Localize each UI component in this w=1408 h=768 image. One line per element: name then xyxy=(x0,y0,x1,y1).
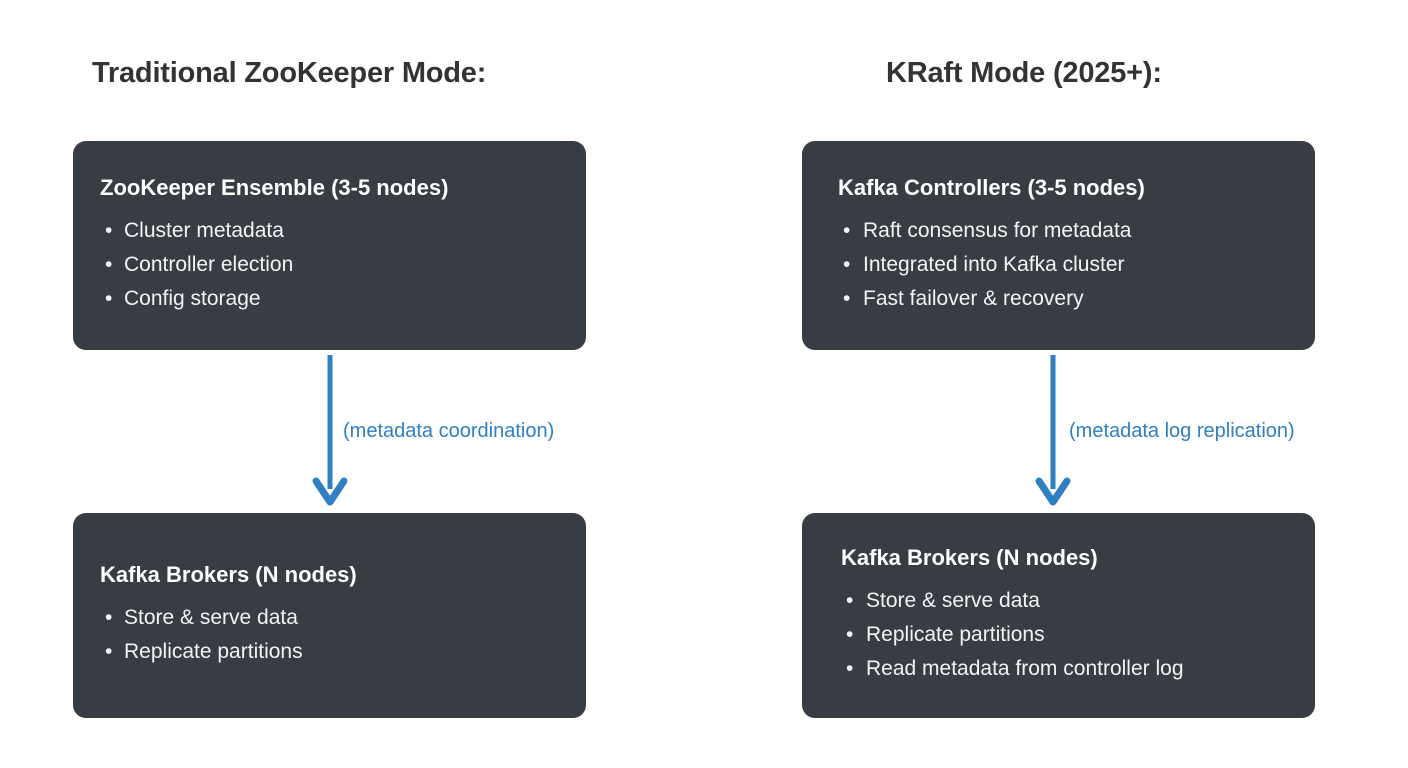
bullet-item: • Integrated into Kafka cluster xyxy=(838,248,1315,282)
arrow-down-metadata-log-replication xyxy=(1035,355,1071,506)
bullet-dot-icon: • xyxy=(843,287,851,310)
node-bullet-list: • Cluster metadata • Controller election… xyxy=(100,214,586,316)
bullet-dot-icon: • xyxy=(105,219,113,242)
bullet-dot-icon: • xyxy=(105,606,113,629)
node-bullet-list: • Store & serve data • Replicate partiti… xyxy=(100,601,586,669)
bullet-dot-icon: • xyxy=(846,657,854,680)
bullet-dot-icon: • xyxy=(846,589,854,612)
bullet-text: Store & serve data xyxy=(866,589,1040,612)
node-box-kafka-brokers-zookeeper: Kafka Brokers (N nodes) • Store & serve … xyxy=(73,513,586,718)
node-box-zookeeper-ensemble: ZooKeeper Ensemble (3-5 nodes) • Cluster… xyxy=(73,141,586,350)
column-title-kraft-mode: KRaft Mode (2025+): xyxy=(886,57,1162,89)
bullet-item: • Controller election xyxy=(100,248,586,282)
bullet-item: • Replicate partitions xyxy=(841,618,1315,652)
arrow-label-metadata-coordination: (metadata coordination) xyxy=(343,420,555,442)
bullet-item: • Raft consensus for metadata xyxy=(838,214,1315,248)
bullet-dot-icon: • xyxy=(846,623,854,646)
bullet-text: Integrated into Kafka cluster xyxy=(863,253,1125,276)
bullet-item: • Cluster metadata xyxy=(100,214,586,248)
bullet-text: Replicate partitions xyxy=(866,623,1045,646)
bullet-item: • Store & serve data xyxy=(100,601,586,635)
bullet-text: Fast failover & recovery xyxy=(863,287,1084,310)
bullet-item: • Config storage xyxy=(100,282,586,316)
bullet-text: Replicate partitions xyxy=(124,640,303,663)
bullet-text: Raft consensus for metadata xyxy=(863,219,1132,242)
bullet-dot-icon: • xyxy=(843,219,851,242)
bullet-item: • Fast failover & recovery xyxy=(838,282,1315,316)
node-box-kafka-controllers: Kafka Controllers (3-5 nodes) • Raft con… xyxy=(802,141,1315,350)
bullet-item: • Read metadata from controller log xyxy=(841,652,1315,686)
node-box-title: Kafka Controllers (3-5 nodes) xyxy=(838,175,1145,200)
bullet-text: Cluster metadata xyxy=(124,219,284,242)
node-bullet-list: • Store & serve data • Replicate partiti… xyxy=(841,584,1315,686)
node-box-kafka-brokers-kraft: Kafka Brokers (N nodes) • Store & serve … xyxy=(802,513,1315,718)
bullet-text: Read metadata from controller log xyxy=(866,657,1184,680)
node-bullet-list: • Raft consensus for metadata • Integrat… xyxy=(838,214,1315,316)
bullet-item: • Store & serve data xyxy=(841,584,1315,618)
bullet-dot-icon: • xyxy=(843,253,851,276)
bullet-text: Controller election xyxy=(124,253,294,276)
node-box-title: ZooKeeper Ensemble (3-5 nodes) xyxy=(100,175,449,200)
arrow-down-metadata-coordination xyxy=(312,355,348,506)
bullet-dot-icon: • xyxy=(105,253,113,276)
bullet-dot-icon: • xyxy=(105,287,113,310)
node-box-title: Kafka Brokers (N nodes) xyxy=(841,545,1098,570)
bullet-item: • Replicate partitions xyxy=(100,635,586,669)
bullet-text: Store & serve data xyxy=(124,606,298,629)
arrow-label-metadata-log-replication: (metadata log replication) xyxy=(1069,420,1295,442)
bullet-dot-icon: • xyxy=(105,640,113,663)
column-title-zookeeper-mode: Traditional ZooKeeper Mode: xyxy=(92,57,487,89)
bullet-text: Config storage xyxy=(124,287,261,310)
node-box-title: Kafka Brokers (N nodes) xyxy=(100,562,357,587)
